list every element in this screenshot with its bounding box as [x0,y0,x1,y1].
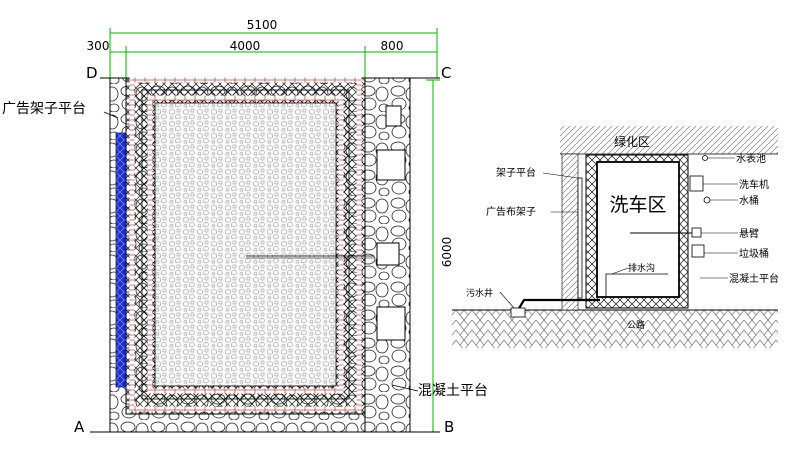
road-label: 公路 [627,319,645,331]
concrete-platform-label: 混凝土平台 [418,383,488,399]
washer-symbol [689,175,704,192]
dim-height: 6000 [440,237,454,268]
drain-ditch-label: 排水沟 [628,262,655,274]
sewage-well [510,307,526,318]
ground-base [452,310,778,348]
sewage-pipe [517,298,600,311]
ad-rack-label: 广告布架子 [486,205,536,218]
bucket-label: 水桶 [739,194,759,207]
equipment-box [385,105,402,127]
section-callout-leaders [499,157,738,309]
drain-ditch-line [605,273,668,297]
meter-pit-symbol [702,155,708,161]
dim-total-width: 5100 [247,18,278,32]
ad-rack-pole [577,177,583,299]
plan-view: 5100 300 4000 800 6000 D C [2,18,488,436]
dimension-lines [109,28,440,433]
dim-right-width: 800 [381,39,404,53]
inner-brick-border [147,95,344,394]
callout-leader [103,111,119,119]
wash-zone-label: 洗车区 [609,194,666,216]
dim-main-width: 4000 [230,39,261,53]
meter-pit-label: 水表池 [736,152,766,165]
gravel-wash-floor [154,102,337,387]
trash-bin-symbol [691,244,705,258]
cantilever-block [691,227,702,238]
corner-label-c: C [441,64,451,82]
rack-platform-label: 架子平台 [496,166,536,179]
section-concrete-platform-label: 混凝土平台 [729,272,779,285]
cantilever-label: 悬臂 [739,227,759,240]
wash-pit-inner [596,161,680,298]
billboard-platform-label: 广告架子平台 [2,101,86,117]
washer-label: 洗车机 [739,178,769,191]
corner-label-d: D [86,64,98,82]
outer-brick-border [129,77,362,412]
equipment-box [376,242,400,266]
ad-panel [115,132,126,388]
corner-label-a: A [74,418,85,436]
bucket-symbol [703,196,711,204]
trash-bin-label: 垃圾桶 [739,247,769,260]
equipment-box [376,149,406,181]
callout-leader [391,384,419,392]
sewage-well-label: 污水井 [466,287,493,299]
section-view: 公路 绿化区 洗车区 [452,126,779,348]
corner-label-b: B [444,418,454,436]
green-zone-band [560,126,778,154]
dim-left-margin: 300 [87,39,110,53]
equipment-box [376,306,406,341]
green-zone-label: 绿化区 [614,134,650,149]
